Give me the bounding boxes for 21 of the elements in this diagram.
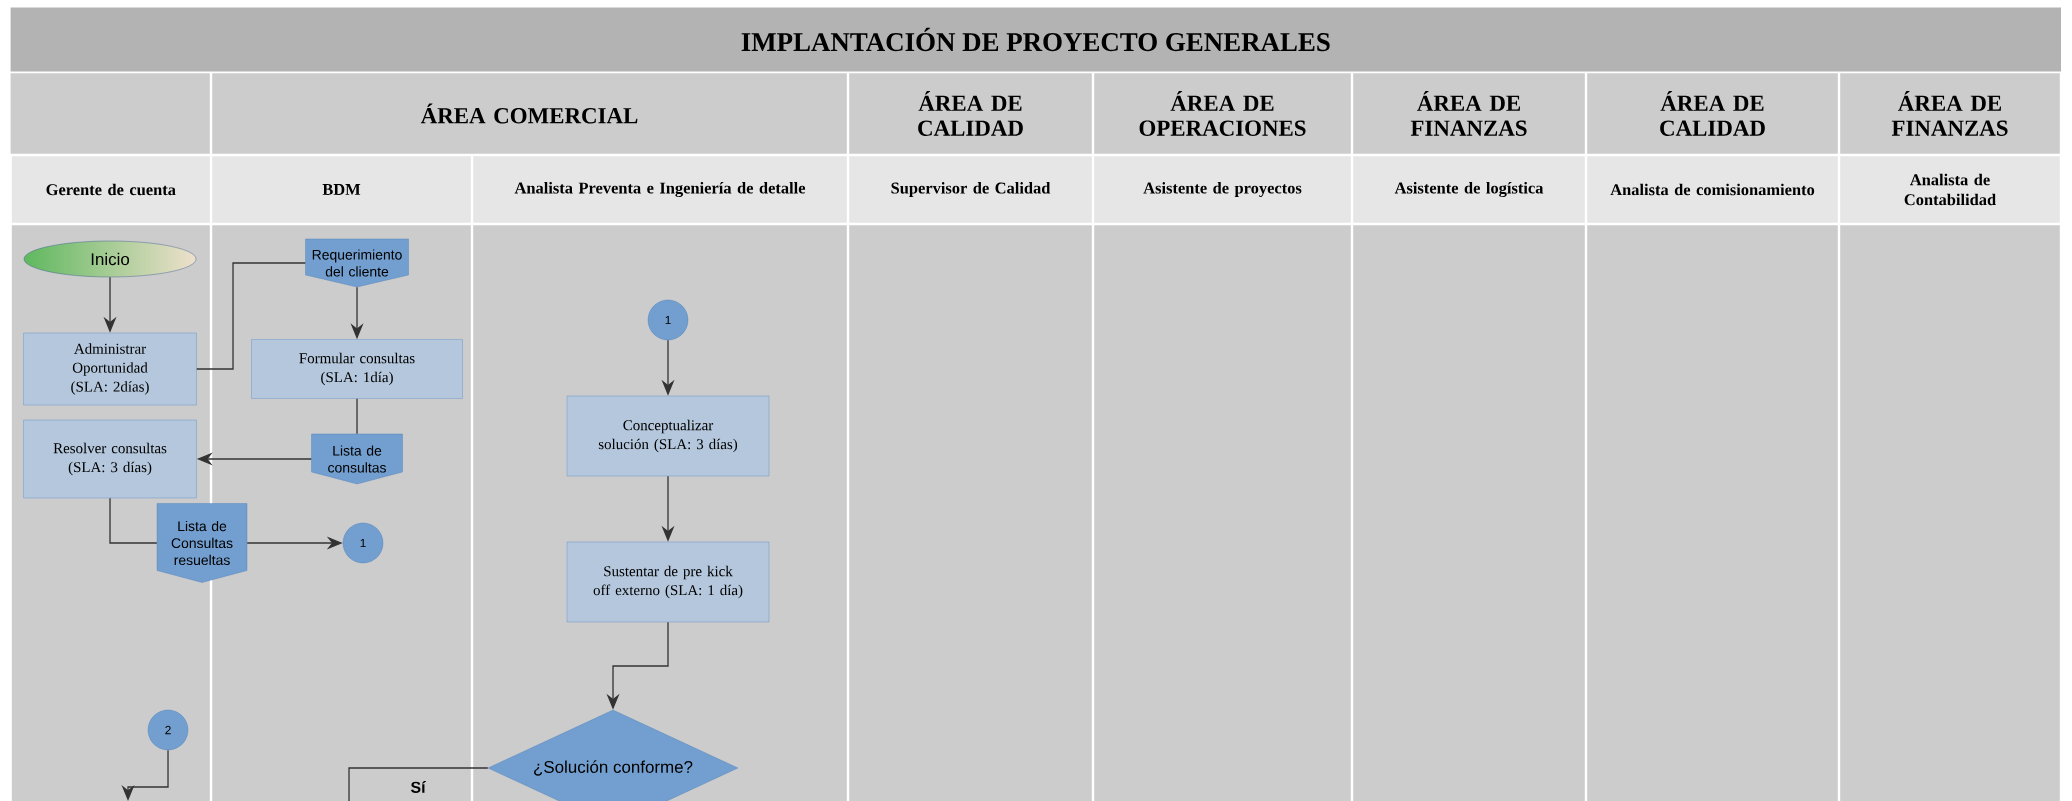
- header-cell: ÁREA DE OPERACIONES: [1094, 73, 1351, 154]
- process-box: Resolver consultas (SLA: 3 días): [23, 419, 197, 499]
- role-cell: Analista Preventa e Ingeniería de detalle: [473, 156, 847, 223]
- header-cell: ÁREA COMERCIAL: [212, 73, 847, 154]
- header-cell: ÁREA DE CALIDAD: [849, 73, 1092, 154]
- title-band: IMPLANTACIÓN DE PROYECTO GENERALES: [10, 7, 2061, 72]
- header-cell: ÁREA DE CALIDAD: [1587, 73, 1838, 154]
- role-cell: BDM: [212, 156, 471, 223]
- role-cell: Supervisor de Calidad: [849, 156, 1092, 223]
- header-cell: ÁREA DE FINANZAS: [1353, 73, 1585, 154]
- process-box: Formular consultas (SLA: 1día): [251, 339, 463, 399]
- process-box: Conceptualizar solución (SLA: 3 días): [566, 395, 770, 477]
- edge-label: Sí: [408, 779, 428, 795]
- role-cell: Asistente de proyectos: [1094, 156, 1351, 223]
- role-cell: Analista de comisionamiento: [1587, 156, 1838, 223]
- process-box: Sustentar de pre kick off externo (SLA: 1 día): [566, 541, 770, 623]
- process-box: Administrar Oportunidad (SLA: 2días): [23, 332, 197, 406]
- role-cell: Gerente de cuenta: [11, 156, 210, 223]
- header-cell: ÁREA DE FINANZAS: [1840, 73, 2060, 154]
- role-cell: Analista de Contabilidad: [1840, 156, 2060, 223]
- role-cell: Asistente de logística: [1353, 156, 1585, 223]
